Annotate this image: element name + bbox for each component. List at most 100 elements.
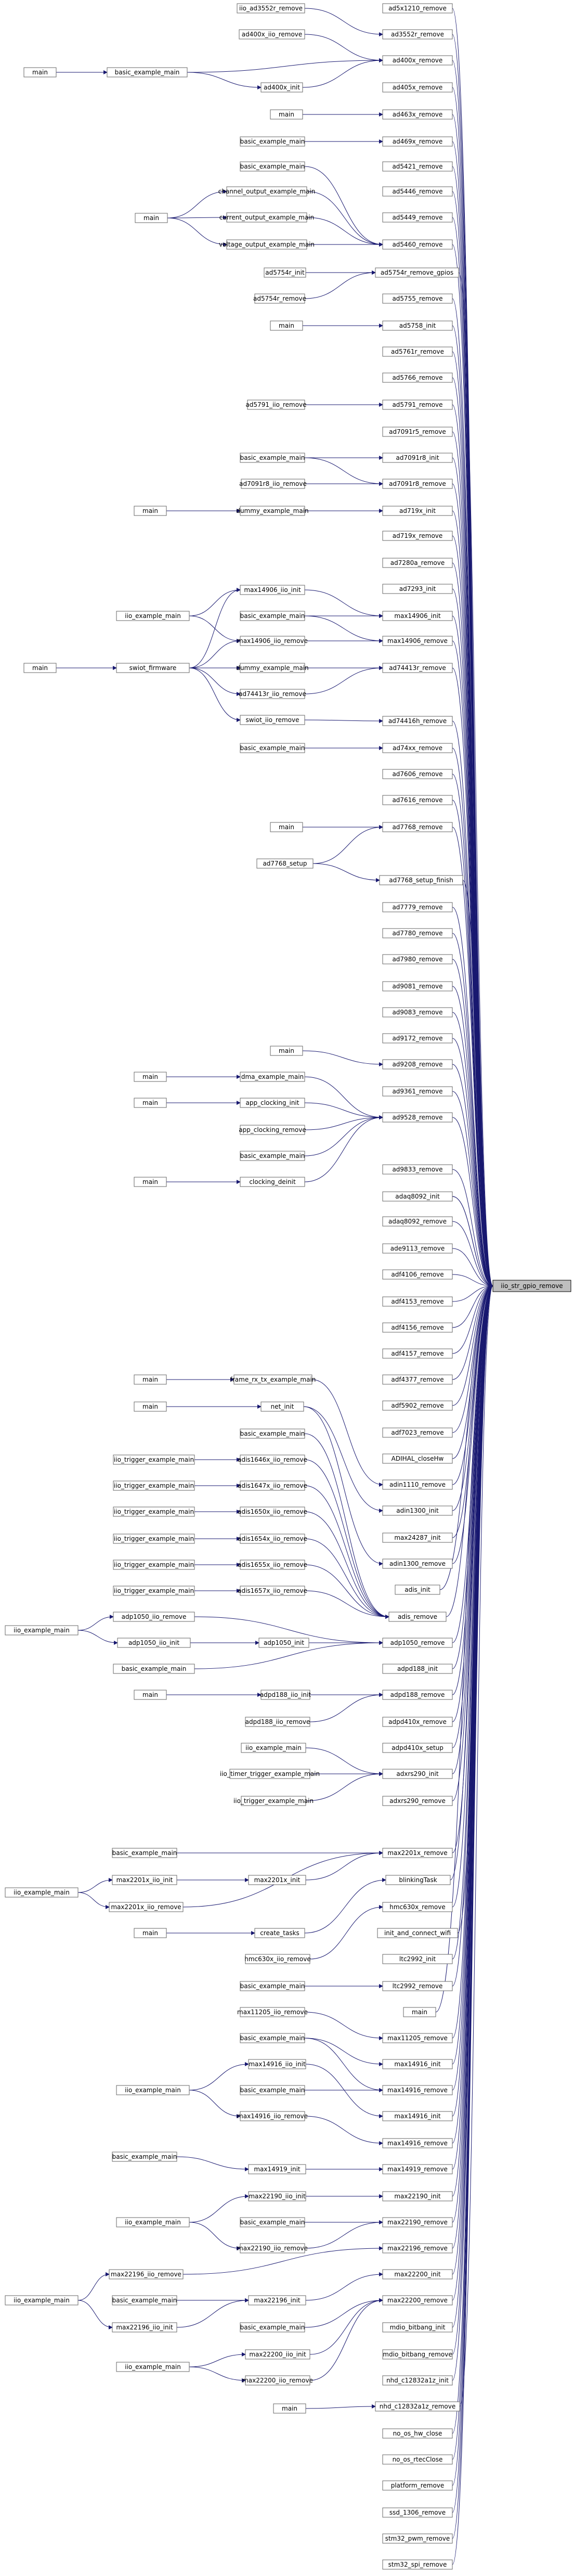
function-node[interactable]: max22196_init [248, 2295, 306, 2305]
function-node[interactable]: ad5766_remove [382, 372, 453, 383]
function-node[interactable]: max14916_remove [382, 2138, 453, 2148]
function-node[interactable]: nhd_c12832a1z_remove [375, 2401, 460, 2412]
function-node[interactable]: ad9172_remove [382, 1033, 453, 1044]
function-node[interactable]: max14906_init [382, 611, 453, 621]
function-node[interactable]: ADIHAL_closeHw [382, 1453, 453, 1464]
function-node[interactable]: ad7768_setup_finish [379, 875, 463, 885]
function-node[interactable]: ad400x_iio_remove [239, 29, 305, 40]
function-node[interactable]: ad7780_remove [382, 928, 453, 938]
function-node[interactable]: max22196_remove [382, 2243, 453, 2253]
function-node[interactable]: swiot_firmware [116, 663, 190, 673]
function-node[interactable]: iio_example_main [116, 2362, 190, 2372]
function-node[interactable]: clocking_deinit [240, 1177, 305, 1187]
function-node[interactable]: max14906_iio_remove [237, 636, 308, 646]
function-node[interactable]: max22200_iio_init [245, 2349, 310, 2360]
function-node[interactable]: adf4377_remove [382, 1374, 453, 1385]
function-node[interactable]: ad5791_remove [382, 400, 453, 410]
function-node[interactable]: main [270, 1046, 303, 1056]
function-node[interactable]: iio_example_main [5, 2295, 79, 2305]
function-node[interactable]: max14916_iio_init [248, 2059, 306, 2069]
function-node[interactable]: ad5791_iio_remove [245, 400, 307, 410]
function-node[interactable]: max2201x_init [248, 1875, 306, 1885]
function-node[interactable]: main [270, 320, 303, 331]
function-node[interactable]: ad5421_remove [382, 161, 453, 172]
function-node[interactable]: main [134, 1177, 167, 1187]
function-node[interactable]: hmc630x_iio_remove [244, 1954, 311, 1964]
function-node[interactable]: adp1050_iio_init [117, 1638, 191, 1648]
function-node[interactable]: adis1655x_iio_remove [238, 1560, 307, 1570]
function-node[interactable]: mdio_bitbang_init [382, 2322, 453, 2333]
function-node[interactable]: ade9113_remove [382, 1243, 453, 1254]
function-node[interactable]: iio_example_main [116, 2085, 190, 2095]
function-node[interactable]: ad719x_remove [382, 531, 453, 541]
function-node[interactable]: iio_ad3552r_remove [237, 3, 305, 14]
function-node[interactable]: main [135, 213, 168, 223]
function-node[interactable]: iio_trigger_example_main [113, 1560, 195, 1570]
function-node[interactable]: main [270, 822, 303, 832]
function-node[interactable]: ad5460_remove [382, 239, 453, 250]
function-node[interactable]: ad7293_init [382, 584, 453, 594]
function-node[interactable]: ad719x_init [382, 506, 453, 516]
function-node[interactable]: max14919_remove [382, 2164, 453, 2174]
function-node[interactable]: max22196_iio_remove [109, 2269, 184, 2279]
function-node[interactable]: max22190_remove [382, 2217, 453, 2227]
function-node[interactable]: dma_example_main [240, 1072, 305, 1082]
function-node[interactable]: app_clocking_init [240, 1098, 305, 1108]
function-node[interactable]: ad5449_remove [382, 212, 453, 223]
function-node[interactable]: ad9208_remove [382, 1059, 453, 1070]
function-node[interactable]: main [403, 2007, 436, 2017]
function-node[interactable]: max2201x_iio_remove [109, 1902, 184, 1912]
function-node[interactable]: adpd188_iio_init [260, 1690, 311, 1700]
function-node[interactable]: max14919_init [248, 2164, 306, 2174]
function-node[interactable]: ad469x_remove [382, 136, 453, 147]
function-node[interactable]: max22196_iio_init [112, 2322, 177, 2333]
function-node[interactable]: ad7616_remove [382, 795, 453, 805]
function-node[interactable]: adis1654x_iio_remove [238, 1534, 307, 1544]
function-node[interactable]: iio_trigger_example_main [113, 1506, 195, 1517]
function-node[interactable]: main [23, 663, 57, 673]
function-node[interactable]: max22190_iio_init [248, 2191, 306, 2201]
function-node[interactable]: ad9083_remove [382, 1007, 453, 1017]
function-node[interactable]: iio_example_main [241, 1743, 306, 1753]
function-node[interactable]: adin1300_init [382, 1505, 453, 1516]
function-node[interactable]: basic_example_main [240, 2322, 305, 2333]
function-node[interactable]: max14916_init [382, 2059, 453, 2069]
function-node[interactable]: basic_example_main [112, 2295, 177, 2305]
function-node[interactable]: ad7768_remove [382, 822, 453, 832]
function-node[interactable]: ad9361_remove [382, 1086, 453, 1097]
function-node[interactable]: adis1647x_iio_remove [238, 1480, 307, 1491]
function-node[interactable]: basic_example_main [112, 1848, 177, 1858]
function-node[interactable]: ad74416h_remove [382, 716, 453, 726]
function-node[interactable]: blinkingTask [385, 1875, 451, 1885]
function-node[interactable]: dummy_example_main [236, 663, 309, 673]
function-node[interactable]: current_output_example_main [219, 212, 315, 223]
function-node[interactable]: main [270, 109, 303, 120]
function-node[interactable]: max14916_init [382, 2111, 453, 2121]
function-node[interactable]: nhd_c12832a1z_init [382, 2375, 453, 2386]
function-node[interactable]: max22190_iio_remove [237, 2243, 308, 2253]
function-node[interactable]: adin1300_remove [382, 1559, 453, 1569]
function-node[interactable]: basic_example_main [240, 1981, 305, 1991]
function-node[interactable]: max2201x_iio_init [112, 1875, 177, 1885]
function-node[interactable]: main [23, 67, 57, 78]
function-node[interactable]: ad7980_remove [382, 954, 453, 964]
function-node[interactable]: net_init [260, 1401, 304, 1412]
function-node[interactable]: adpd188_iio_remove [245, 1717, 310, 1727]
function-node[interactable]: adf4106_remove [382, 1269, 453, 1280]
function-node[interactable]: ad7091r8_iio_remove [239, 479, 307, 489]
function-node[interactable]: ssd_1306_remove [382, 2507, 453, 2518]
function-node[interactable]: ad7091r5_remove [382, 427, 453, 437]
function-node[interactable]: ad9081_remove [382, 981, 453, 991]
function-node[interactable]: main [134, 1072, 167, 1082]
function-node[interactable]: adf4153_remove [382, 1296, 453, 1307]
function-node[interactable]: no_os_rtecClose [382, 2454, 453, 2465]
function-node[interactable]: no_os_hw_close [382, 2428, 453, 2439]
function-node[interactable]: adpd188_init [382, 1664, 453, 1674]
function-node[interactable]: iio_trigger_example_main [113, 1454, 195, 1465]
function-node[interactable]: basic_example_main [240, 2217, 305, 2227]
function-node[interactable]: ad9528_remove [382, 1112, 453, 1123]
function-node[interactable]: adpd410x_remove [382, 1717, 453, 1727]
function-node[interactable]: ad5755_remove [382, 293, 453, 304]
function-node[interactable]: adf5902_remove [382, 1400, 453, 1411]
function-node[interactable]: main [273, 2403, 306, 2414]
